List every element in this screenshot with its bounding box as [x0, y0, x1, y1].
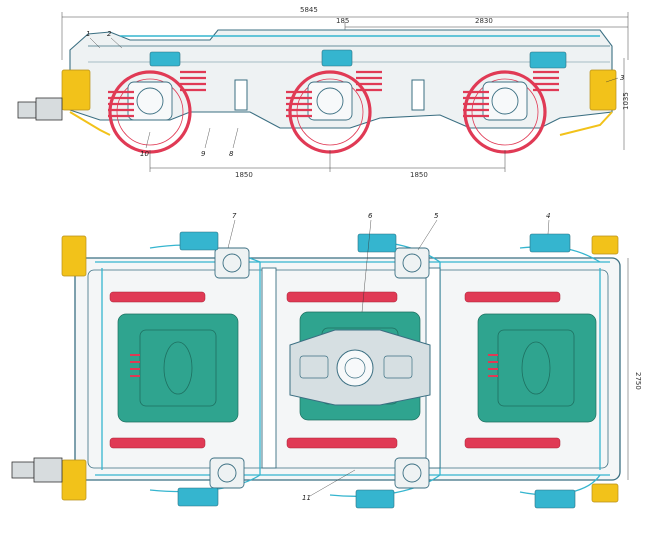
plan-label-7: 7	[232, 212, 237, 220]
dim-width: 2750	[634, 372, 642, 390]
dim-overall-length: 5845	[300, 6, 318, 14]
brake-shoes	[109, 291, 561, 449]
side-label-8: 8	[229, 150, 234, 158]
side-label-10: 10	[140, 150, 149, 158]
dim-axle-spacing-right: 1850	[410, 171, 428, 179]
plan-label-11: 11	[302, 494, 311, 502]
side-label-3: 3	[620, 74, 624, 82]
brake-cylinders	[177, 231, 576, 509]
plan-label-5: 5	[434, 212, 439, 220]
side-label-1: 1	[86, 30, 90, 38]
dim-axle-spacing-left: 1850	[235, 171, 253, 179]
plan-label-6: 6	[368, 212, 373, 220]
side-label-9: 9	[201, 150, 206, 158]
center-bolster	[289, 329, 431, 406]
plan-label-4: 4	[546, 212, 550, 220]
dim-height: 1035	[622, 92, 630, 110]
side-view: 5845 185 2830	[17, 6, 630, 179]
plan-view: 2750 7 6 5 4 11	[11, 212, 642, 509]
dim-right-span: 2830	[475, 17, 493, 25]
dim-center-offset: 185	[336, 17, 349, 25]
side-label-2: 2	[107, 30, 112, 38]
coil-springs	[108, 70, 559, 118]
